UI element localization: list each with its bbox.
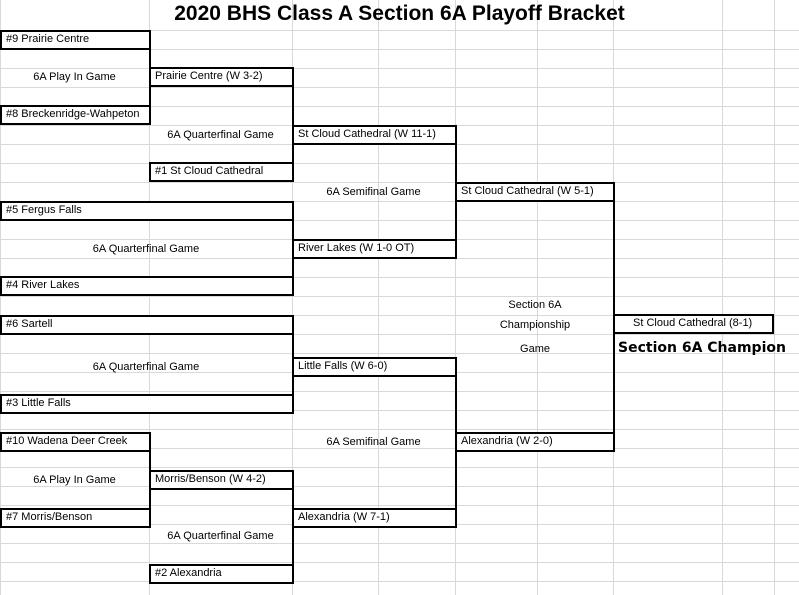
result-final: St Cloud Cathedral (8-1) [613, 314, 774, 334]
team-seed2: #2 Alexandria [149, 564, 294, 584]
connector-line [455, 125, 457, 259]
championship-label-line1: Section 6A [508, 299, 562, 311]
championship-label-line3: Game [520, 343, 550, 355]
connector-line [292, 67, 294, 182]
connector-line [149, 30, 151, 87]
champion-label: Section 6A Champion [618, 340, 786, 356]
game-label-playin-1: 6A Play In Game [33, 71, 116, 83]
game-label-playin-2: 6A Play In Game [33, 474, 116, 486]
team-seed1: #1 St Cloud Cathedral [149, 162, 294, 182]
team-seed3: #3 Little Falls [0, 394, 294, 414]
team-seed7: #7 Morris/Benson [0, 508, 151, 528]
team-seed6: #6 Sartell [0, 315, 294, 335]
connector-line [292, 315, 294, 414]
result-quarterfinal-4: Alexandria (W 7-1) [292, 508, 457, 528]
connector-line [613, 182, 615, 452]
result-playin-top: Prairie Centre (W 3-2) [149, 67, 294, 87]
team-seed10: #10 Wadena Deer Creek [0, 432, 151, 452]
team-seed8: #8 Breckenridge-Wahpeton [0, 105, 151, 125]
championship-label-line2: Championship [499, 319, 571, 331]
game-label-quarterfinal-1: 6A Quarterfinal Game [167, 129, 274, 141]
result-semifinal-1: St Cloud Cathedral (W 5-1) [455, 182, 615, 202]
connector-line [292, 470, 294, 584]
game-label-quarterfinal-3: 6A Quarterfinal Game [92, 361, 200, 373]
result-quarterfinal-2: River Lakes (W 1-0 OT) [292, 239, 457, 259]
connector-line [149, 432, 151, 528]
result-quarterfinal-1: St Cloud Cathedral (W 11-1) [292, 125, 457, 145]
game-label-quarterfinal-4: 6A Quarterfinal Game [167, 530, 274, 542]
bracket-title: 2020 BHS Class A Section 6A Playoff Brac… [174, 2, 625, 25]
result-semifinal-2: Alexandria (W 2-0) [455, 432, 615, 452]
connector-line [292, 201, 294, 296]
game-label-semifinal-2: 6A Semifinal Game [326, 436, 421, 448]
connector-line [149, 67, 151, 125]
connector-line [455, 357, 457, 528]
team-seed9: #9 Prairie Centre [0, 30, 151, 50]
team-seed4: #4 River Lakes [0, 276, 294, 296]
game-label-semifinal-1: 6A Semifinal Game [326, 186, 421, 198]
result-quarterfinal-3: Little Falls (W 6-0) [292, 357, 457, 377]
result-playin-bottom: Morris/Benson (W 4-2) [149, 470, 294, 490]
game-label-quarterfinal-2: 6A Quarterfinal Game [92, 243, 200, 255]
team-seed5: #5 Fergus Falls [0, 201, 294, 221]
